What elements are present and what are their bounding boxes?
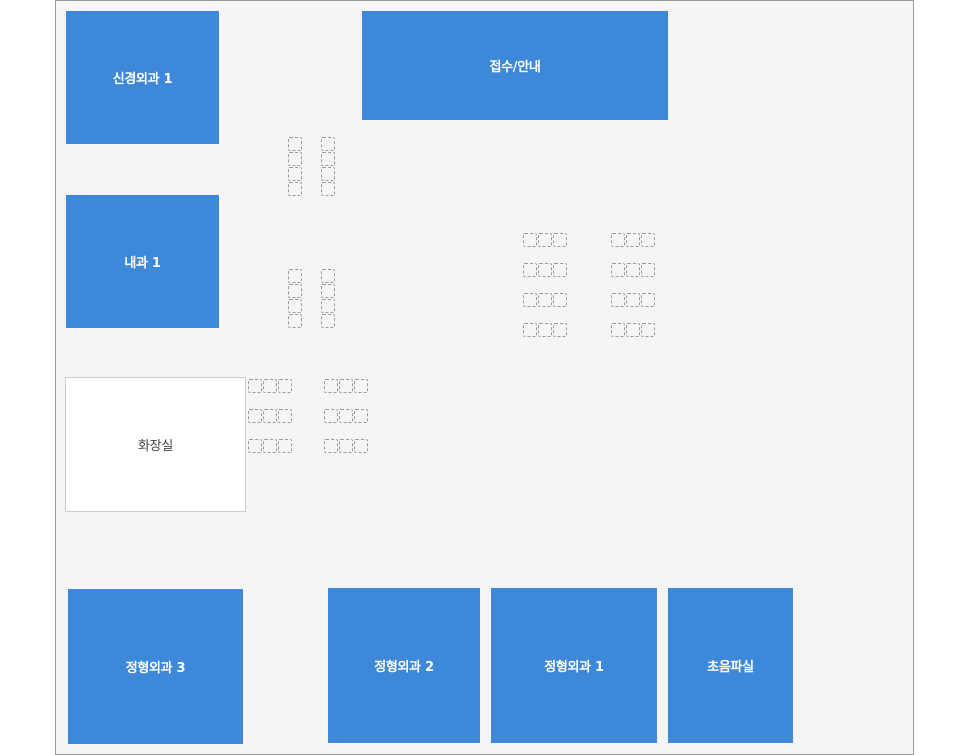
seat xyxy=(553,263,567,277)
seat xyxy=(278,379,292,393)
room-label: 정형외과 2 xyxy=(374,660,434,675)
room-restroom[interactable]: 화장실 xyxy=(65,377,246,512)
seat xyxy=(324,379,338,393)
room-internal-med-1[interactable]: 내과 1 xyxy=(66,195,219,328)
seat-column xyxy=(288,137,302,196)
seat-row xyxy=(523,233,567,247)
seat-row xyxy=(248,439,292,453)
seat xyxy=(611,323,625,337)
seat xyxy=(288,314,302,328)
seat xyxy=(248,409,262,423)
room-label: 초음파실 xyxy=(707,660,754,675)
seat xyxy=(538,263,552,277)
seat xyxy=(263,409,277,423)
room-neurosurgery-1[interactable]: 신경외과 1 xyxy=(66,11,219,144)
seat xyxy=(626,293,640,307)
seat xyxy=(339,439,353,453)
seat-row xyxy=(523,293,567,307)
seat xyxy=(611,233,625,247)
seat xyxy=(339,409,353,423)
seat xyxy=(321,137,335,151)
seat-row xyxy=(611,263,655,277)
seat-row xyxy=(324,439,368,453)
seat xyxy=(626,233,640,247)
room-ultrasound[interactable]: 초음파실 xyxy=(668,588,793,743)
seat-row xyxy=(611,293,655,307)
seat xyxy=(538,233,552,247)
seat xyxy=(523,323,537,337)
room-label: 접수/안내 xyxy=(489,60,541,75)
seat-column xyxy=(288,269,302,328)
seat xyxy=(288,284,302,298)
seat xyxy=(288,152,302,166)
room-orthopedics-1[interactable]: 정형외과 1 xyxy=(491,588,657,743)
seat xyxy=(553,323,567,337)
seat xyxy=(321,314,335,328)
room-reception[interactable]: 접수/안내 xyxy=(362,11,668,120)
seat xyxy=(641,263,655,277)
seat xyxy=(324,409,338,423)
seat-column xyxy=(321,269,335,328)
room-orthopedics-3[interactable]: 정형외과 3 xyxy=(68,589,243,744)
seat xyxy=(538,323,552,337)
seat-row xyxy=(611,233,655,247)
seat xyxy=(523,263,537,277)
seat xyxy=(321,284,335,298)
seat xyxy=(288,299,302,313)
seat xyxy=(288,137,302,151)
seat xyxy=(263,439,277,453)
seat xyxy=(321,269,335,283)
seat xyxy=(278,409,292,423)
seat xyxy=(523,233,537,247)
seat xyxy=(641,323,655,337)
seat-column xyxy=(321,137,335,196)
seat xyxy=(538,293,552,307)
seat-row xyxy=(523,323,567,337)
room-label: 내과 1 xyxy=(124,256,161,271)
room-label: 신경외과 1 xyxy=(112,72,173,87)
seat xyxy=(523,293,537,307)
seat xyxy=(248,439,262,453)
seat xyxy=(324,439,338,453)
seat xyxy=(321,182,335,196)
seat xyxy=(354,379,368,393)
seat xyxy=(288,167,302,181)
seat xyxy=(553,293,567,307)
seat xyxy=(611,263,625,277)
seat xyxy=(553,233,567,247)
seat xyxy=(641,293,655,307)
seat xyxy=(626,263,640,277)
seat-row xyxy=(611,323,655,337)
seat-row xyxy=(523,263,567,277)
seat xyxy=(354,409,368,423)
room-label: 정형외과 3 xyxy=(125,661,186,676)
seat xyxy=(339,379,353,393)
seat xyxy=(278,439,292,453)
seat-row xyxy=(324,379,368,393)
seat xyxy=(248,379,262,393)
seat xyxy=(263,379,277,393)
seat-row xyxy=(248,379,292,393)
seat xyxy=(611,293,625,307)
seat xyxy=(641,233,655,247)
seat xyxy=(354,439,368,453)
seat-row xyxy=(324,409,368,423)
seat xyxy=(288,269,302,283)
room-label: 화장실 xyxy=(138,439,173,454)
seat-row xyxy=(248,409,292,423)
seat xyxy=(321,167,335,181)
seat xyxy=(626,323,640,337)
seat xyxy=(288,182,302,196)
room-label: 정형외과 1 xyxy=(544,660,604,675)
seat xyxy=(321,152,335,166)
room-orthopedics-2[interactable]: 정형외과 2 xyxy=(328,588,480,743)
seat xyxy=(321,299,335,313)
